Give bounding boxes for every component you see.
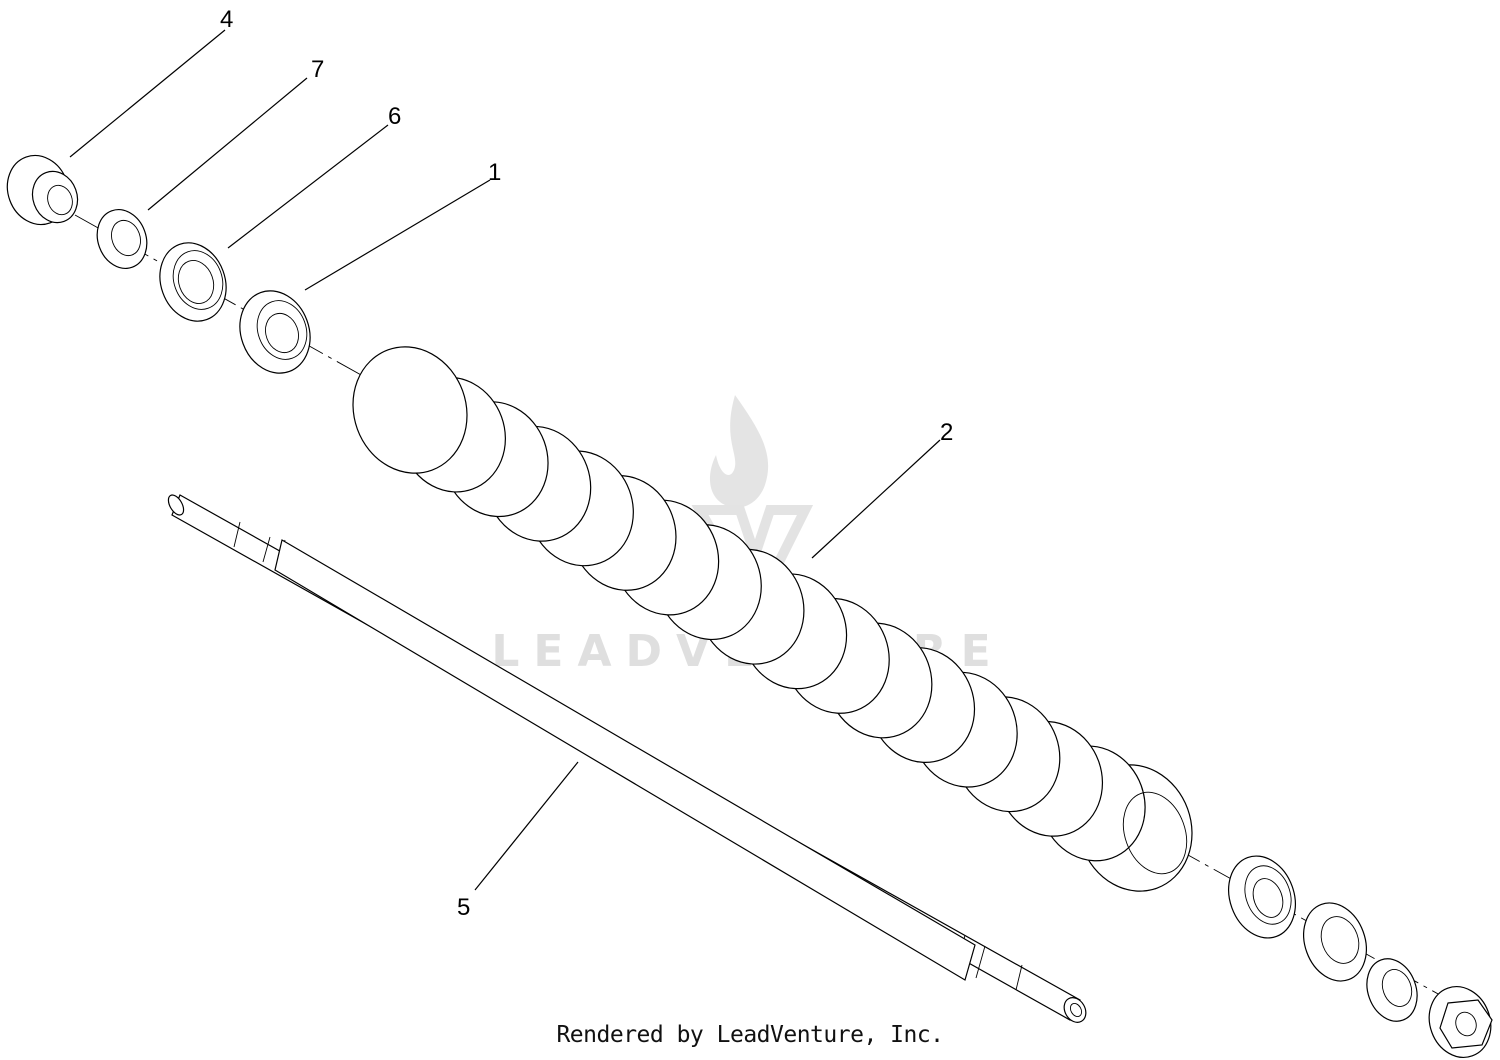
part-5-shaft [167,494,1087,1023]
callout-7: 7 [311,56,324,83]
part-7-washer [96,209,148,269]
callout-5: 5 [457,894,470,921]
part-washer-right [1303,902,1367,982]
leader-4 [69,29,226,158]
part-6-seal [159,242,227,322]
leader-7 [147,77,308,211]
leader-5 [474,761,579,891]
callout-6: 6 [388,103,401,130]
callout-2: 2 [940,419,953,446]
callout-4: 4 [220,6,233,33]
leader-2 [811,439,941,559]
leader-1 [304,179,491,291]
roller-rib-0 [352,346,468,474]
part-bearing-right [1228,855,1296,939]
part-1-bearing [239,290,311,374]
callout-1: 1 [488,159,501,186]
flame-icon [709,395,769,508]
part-nut-right [1428,986,1493,1058]
part-bushing-right [1366,958,1418,1022]
part-2-roller [352,346,1193,892]
roller-bore [1122,791,1188,875]
part-4-flange-bushing [6,154,79,226]
footer-credit: Rendered by LeadVenture, Inc. [556,1022,944,1048]
leader-6 [227,124,389,249]
